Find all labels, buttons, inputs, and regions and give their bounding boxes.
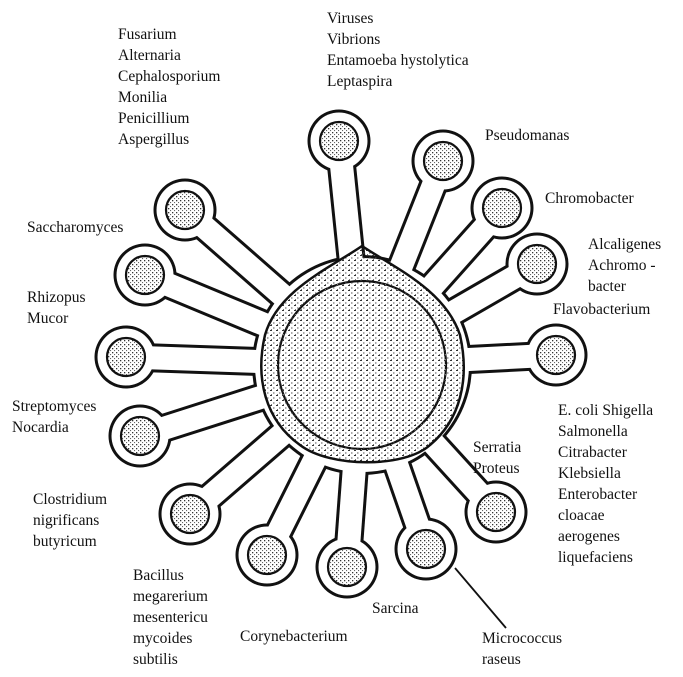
knob-sarcina-disc — [407, 530, 445, 568]
label-flavobacterium-group: Flavobacterium — [553, 299, 650, 320]
label-streptomyces: Streptomyces — [12, 396, 96, 417]
label-chromobacter: Chromobacter — [545, 188, 634, 209]
label-sarcina: Sarcina — [372, 598, 418, 619]
knob-clostridium-disc — [171, 495, 209, 533]
label-entamoeba: Entamoeba hystolytica — [327, 50, 469, 71]
label-butyricum: butyricum — [33, 531, 107, 552]
micrococcus-leader-line — [455, 568, 506, 628]
knob-corynebacterium-disc — [328, 548, 366, 586]
label-ecoli-shigella: E. coli Shigella — [558, 400, 653, 421]
label-saccharomyces: Saccharomyces — [27, 217, 123, 238]
label-bacter: bacter — [588, 276, 661, 297]
label-bacillus-group: Bacillus megarerium mesentericu mycoides… — [133, 565, 208, 670]
label-salmonella: Salmonella — [558, 421, 653, 442]
label-saccharomyces-group: Saccharomyces — [27, 217, 123, 238]
label-flavobacterium: Flavobacterium — [553, 299, 650, 320]
label-nocardia: Nocardia — [12, 417, 96, 438]
knob-flavobacterium-disc — [537, 336, 575, 374]
knob-streptomyces-disc — [121, 417, 159, 455]
label-sarcina-group: Sarcina — [372, 598, 418, 619]
label-fusarium: Fusarium — [118, 24, 220, 45]
label-vibrions: Vibrions — [327, 29, 469, 50]
knob-serratia-disc — [477, 493, 515, 531]
label-aerogenes: aerogenes — [558, 526, 653, 547]
label-serratia: Serratia — [473, 437, 521, 458]
label-chromobacter-group: Chromobacter — [545, 188, 634, 209]
label-micrococcus: Micrococcus — [482, 628, 562, 649]
label-megarerium: megarerium — [133, 586, 208, 607]
label-monilia: Monilia — [118, 87, 220, 108]
label-penicillium: Penicillium — [118, 108, 220, 129]
label-fungi-group: Fusarium Alternaria Cephalosporium Monil… — [118, 24, 220, 150]
label-nigrificans: nigrificans — [33, 510, 107, 531]
label-serratia-group: Serratia Proteus — [473, 437, 521, 479]
label-cephalosporium: Cephalosporium — [118, 66, 220, 87]
label-corynebacterium: Corynebacterium — [240, 626, 348, 647]
label-subtilis: subtilis — [133, 649, 208, 670]
label-klebsiella: Klebsiella — [558, 463, 653, 484]
label-micrococcus-group: Micrococcus raseus — [482, 628, 562, 670]
label-alcaligenes: Alcaligenes — [588, 234, 661, 255]
knob-bacillus-disc — [248, 536, 286, 574]
label-rhizopus: Rhizopus — [27, 287, 86, 308]
label-proteus: Proteus — [473, 458, 521, 479]
label-pseudomonas-group: Pseudomanas — [485, 125, 569, 146]
label-clostridium: Clostridium — [33, 489, 107, 510]
label-rhizopus-group: Rhizopus Mucor — [27, 287, 86, 329]
knob-rhizopus-disc — [107, 338, 145, 376]
label-enteric-group: E. coli Shigella Salmonella Citrabacter … — [558, 400, 653, 568]
label-leptaspira: Leptaspira — [327, 71, 469, 92]
label-alternaria: Alternaria — [118, 45, 220, 66]
label-enterobacter: Enterobacter — [558, 484, 653, 505]
knob-saccharomyces-disc — [126, 256, 164, 294]
label-raseus: raseus — [482, 649, 562, 670]
label-aspergillus: Aspergillus — [118, 129, 220, 150]
label-achromo: Achromo - — [588, 255, 661, 276]
label-clostridium-group: Clostridium nigrificans butyricum — [33, 489, 107, 552]
label-bacillus: Bacillus — [133, 565, 208, 586]
knob-viruses-disc — [320, 122, 358, 160]
label-viruses: Viruses — [327, 8, 469, 29]
label-mycoides: mycoides — [133, 628, 208, 649]
label-cloacae: cloacae — [558, 505, 653, 526]
label-mucor: Mucor — [27, 308, 86, 329]
label-viruses-group: Viruses Vibrions Entamoeba hystolytica L… — [327, 8, 469, 92]
knob-chromobacter-disc — [483, 189, 521, 227]
label-citrabacter: Citrabacter — [558, 442, 653, 463]
knob-fungi-disc — [166, 191, 204, 229]
label-liquefaciens: liquefaciens — [558, 547, 653, 568]
label-streptomyces-group: Streptomyces Nocardia — [12, 396, 96, 438]
label-corynebacterium-group: Corynebacterium — [240, 626, 348, 647]
knob-alcaligenes-disc — [518, 245, 556, 283]
knob-pseudomonas-disc — [424, 142, 462, 180]
label-pseudomonas: Pseudomanas — [485, 125, 569, 146]
label-mesentericu: mesentericu — [133, 607, 208, 628]
label-alcaligenes-group: Alcaligenes Achromo - bacter — [588, 234, 661, 297]
